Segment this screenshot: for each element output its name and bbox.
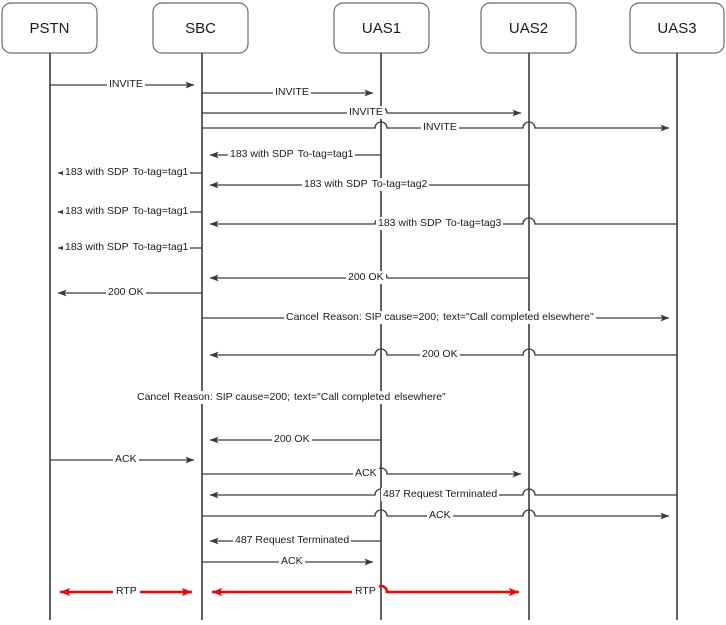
message-label-m17: ACK: [113, 453, 139, 466]
lifelines: [49, 53, 678, 620]
message-label-m23: RTP: [113, 585, 140, 598]
message-label-line: RTP: [352, 585, 379, 598]
message-label-line: 183 with SDP: [376, 217, 444, 230]
message-label-line: 200 OK: [106, 286, 146, 299]
message-label-m12: 200 OK: [106, 286, 146, 299]
message-label-m02: INVITE: [273, 86, 311, 99]
message-label-line: Reason: SIP cause=200;: [171, 391, 292, 404]
message-label-line: To-tag=tag1: [130, 166, 191, 179]
message-label-line: ACK: [353, 467, 379, 480]
message-label-line: 183 with SDP: [63, 241, 131, 254]
lifeline-box-sbc: [152, 2, 249, 54]
message-label-line: text="Call completed: [291, 391, 393, 404]
message-label-line: INVITE: [421, 121, 459, 134]
message-label-line: To-tag=tag1: [130, 241, 191, 254]
lifeline-box-uas3: [629, 2, 725, 54]
message-label-m04: INVITE: [421, 121, 459, 134]
message-label-line: ACK: [427, 509, 453, 522]
message-label-line: ACK: [279, 555, 305, 568]
message-label-line: To-tag=tag1: [130, 205, 191, 218]
message-label-line: text="Call completed elsewhere": [440, 311, 596, 324]
message-label-m24: RTP: [352, 585, 379, 598]
message-label-line: 183 with SDP: [302, 178, 370, 191]
message-label-line: INVITE: [347, 106, 385, 119]
message-label-m21: 487 Request Terminated: [233, 534, 352, 547]
message-label-line: 200 OK: [420, 348, 460, 361]
message-label-line: Cancel: [135, 391, 172, 404]
message-label-line: 183 with SDP: [228, 148, 296, 161]
message-label-line: 487 Request Terminated: [233, 534, 352, 547]
message-label-m14: 200 OK: [420, 348, 460, 361]
message-label-m03: INVITE: [347, 106, 385, 119]
lifeline-box-uas2: [480, 2, 577, 54]
message-label-line: To-tag=tag3: [443, 217, 504, 230]
message-label-line: To-tag=tag2: [369, 178, 430, 191]
message-label-m20: ACK: [427, 509, 453, 522]
message-label-line: Reason: SIP cause=200;: [320, 311, 441, 324]
message-label-line: To-tag=tag1: [295, 148, 356, 161]
lifeline-boxes: [1, 2, 725, 54]
message-label-line: RTP: [113, 585, 140, 598]
message-label-m01: INVITE: [107, 78, 145, 91]
lifeline-box-uas1: [333, 2, 430, 54]
message-label-m11: 200 OK: [346, 271, 386, 284]
message-label-line: INVITE: [107, 78, 145, 91]
message-arrow-m20: [202, 509, 670, 520]
message-label-line: 200 OK: [272, 433, 312, 446]
message-label-line: 183 with SDP: [63, 166, 131, 179]
message-label-line: Cancel: [284, 311, 321, 324]
message-label-line: 200 OK: [346, 271, 386, 284]
message-label-line: elsewhere": [392, 391, 448, 404]
lifeline-box-pstn: [1, 2, 98, 54]
message-label-m18: ACK: [353, 467, 379, 480]
message-arrows: [50, 81, 677, 597]
message-label-m22: ACK: [279, 555, 305, 568]
message-label-m19: 487 Request Terminated: [381, 488, 500, 501]
message-label-line: 487 Request Terminated: [381, 488, 500, 501]
message-label-line: INVITE: [273, 86, 311, 99]
message-label-line: 183 with SDP: [63, 205, 131, 218]
message-label-m16: 200 OK: [272, 433, 312, 446]
message-label-line: ACK: [113, 453, 139, 466]
